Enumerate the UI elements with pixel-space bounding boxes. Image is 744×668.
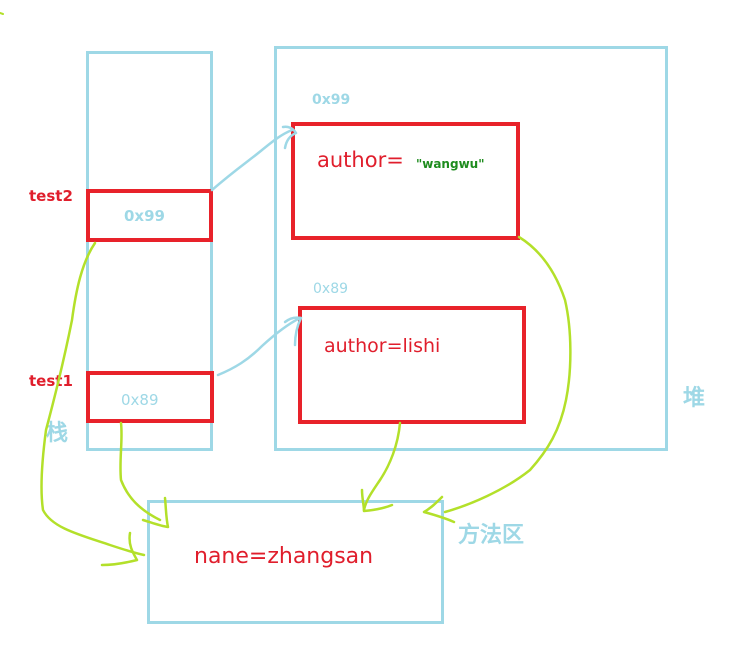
class-arrow-test2-head [100,531,139,567]
heap-object-0x99-field: author= [317,148,404,172]
heap-label: 堆 [683,386,706,411]
method-area-content: nane=zhangsan [194,544,374,569]
heap-object-0x99-address: 0x99 [312,92,351,108]
stack-frame-test2-value: 0x99 [124,207,165,225]
stack-var-test2-label: test2 [29,187,73,205]
stray-mark [0,12,4,15]
heap-object-0x99[interactable] [291,122,520,240]
stack-frame-test2[interactable] [86,189,213,242]
method-area-label: 方法区 [458,523,525,548]
heap-object-0x89[interactable] [298,306,526,424]
stack-var-test1-label: test1 [29,372,73,390]
heap-object-0x89-field: author=lishi [324,335,441,357]
heap-object-0x99-value: "wangwu" [416,157,485,171]
stack-label: 栈 [46,421,69,446]
stack-frame-test1-value: 0x89 [121,391,159,409]
method-area-region[interactable] [147,500,444,624]
heap-object-0x89-address: 0x89 [313,281,349,297]
